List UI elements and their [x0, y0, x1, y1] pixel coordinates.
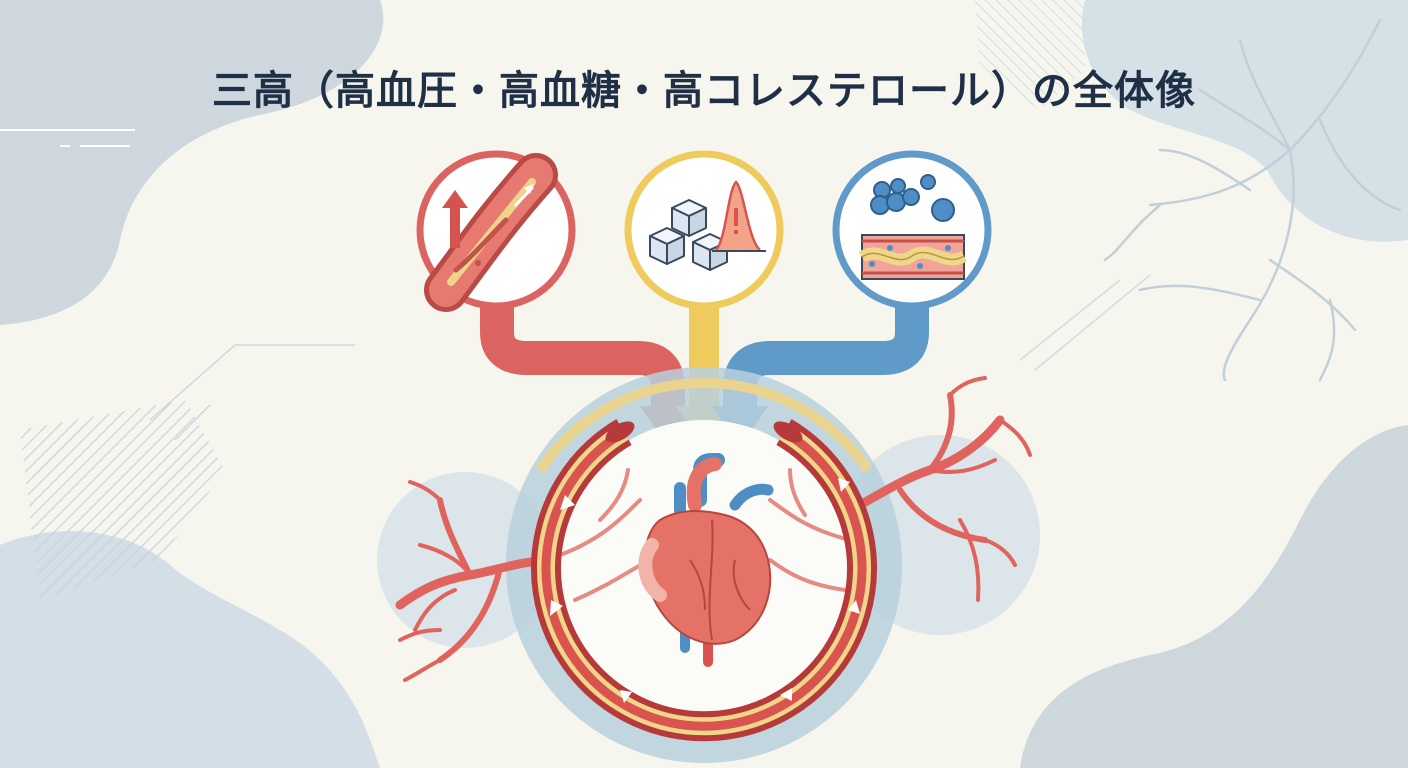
- flow-arrows: [550, 478, 860, 703]
- hatch-patch-left: [20, 400, 225, 600]
- artery-branches-right: [845, 376, 1032, 602]
- blob-bottom-right: [1020, 425, 1408, 768]
- yellow-arc-glow: [535, 378, 873, 473]
- blood-pressure-icon: [416, 150, 576, 312]
- vessel-end-caps: [605, 421, 803, 443]
- heart-icon: [638, 453, 774, 667]
- vessel-loop-lumen: [541, 428, 867, 731]
- hatch-lines-right: [1019, 274, 1151, 371]
- blob-top-right: [1082, 0, 1408, 242]
- cholesterol-icon: [832, 150, 992, 310]
- blob-bottom-left: [0, 531, 380, 768]
- blood-sugar-icon: [624, 150, 784, 310]
- central-circulation-figure: [377, 367, 1040, 763]
- blob-top-left: [0, 0, 384, 325]
- page-title: 三高（高血圧・高血糖・高コレステロール）の全体像: [212, 68, 1196, 114]
- artery-branches-left: [395, 480, 565, 682]
- dash-lines-top-left: [0, 129, 135, 147]
- thin-lines-left: [149, 344, 355, 441]
- faint-vein-network: [1103, 18, 1402, 382]
- hatch-patch-top-right: [975, 0, 1085, 110]
